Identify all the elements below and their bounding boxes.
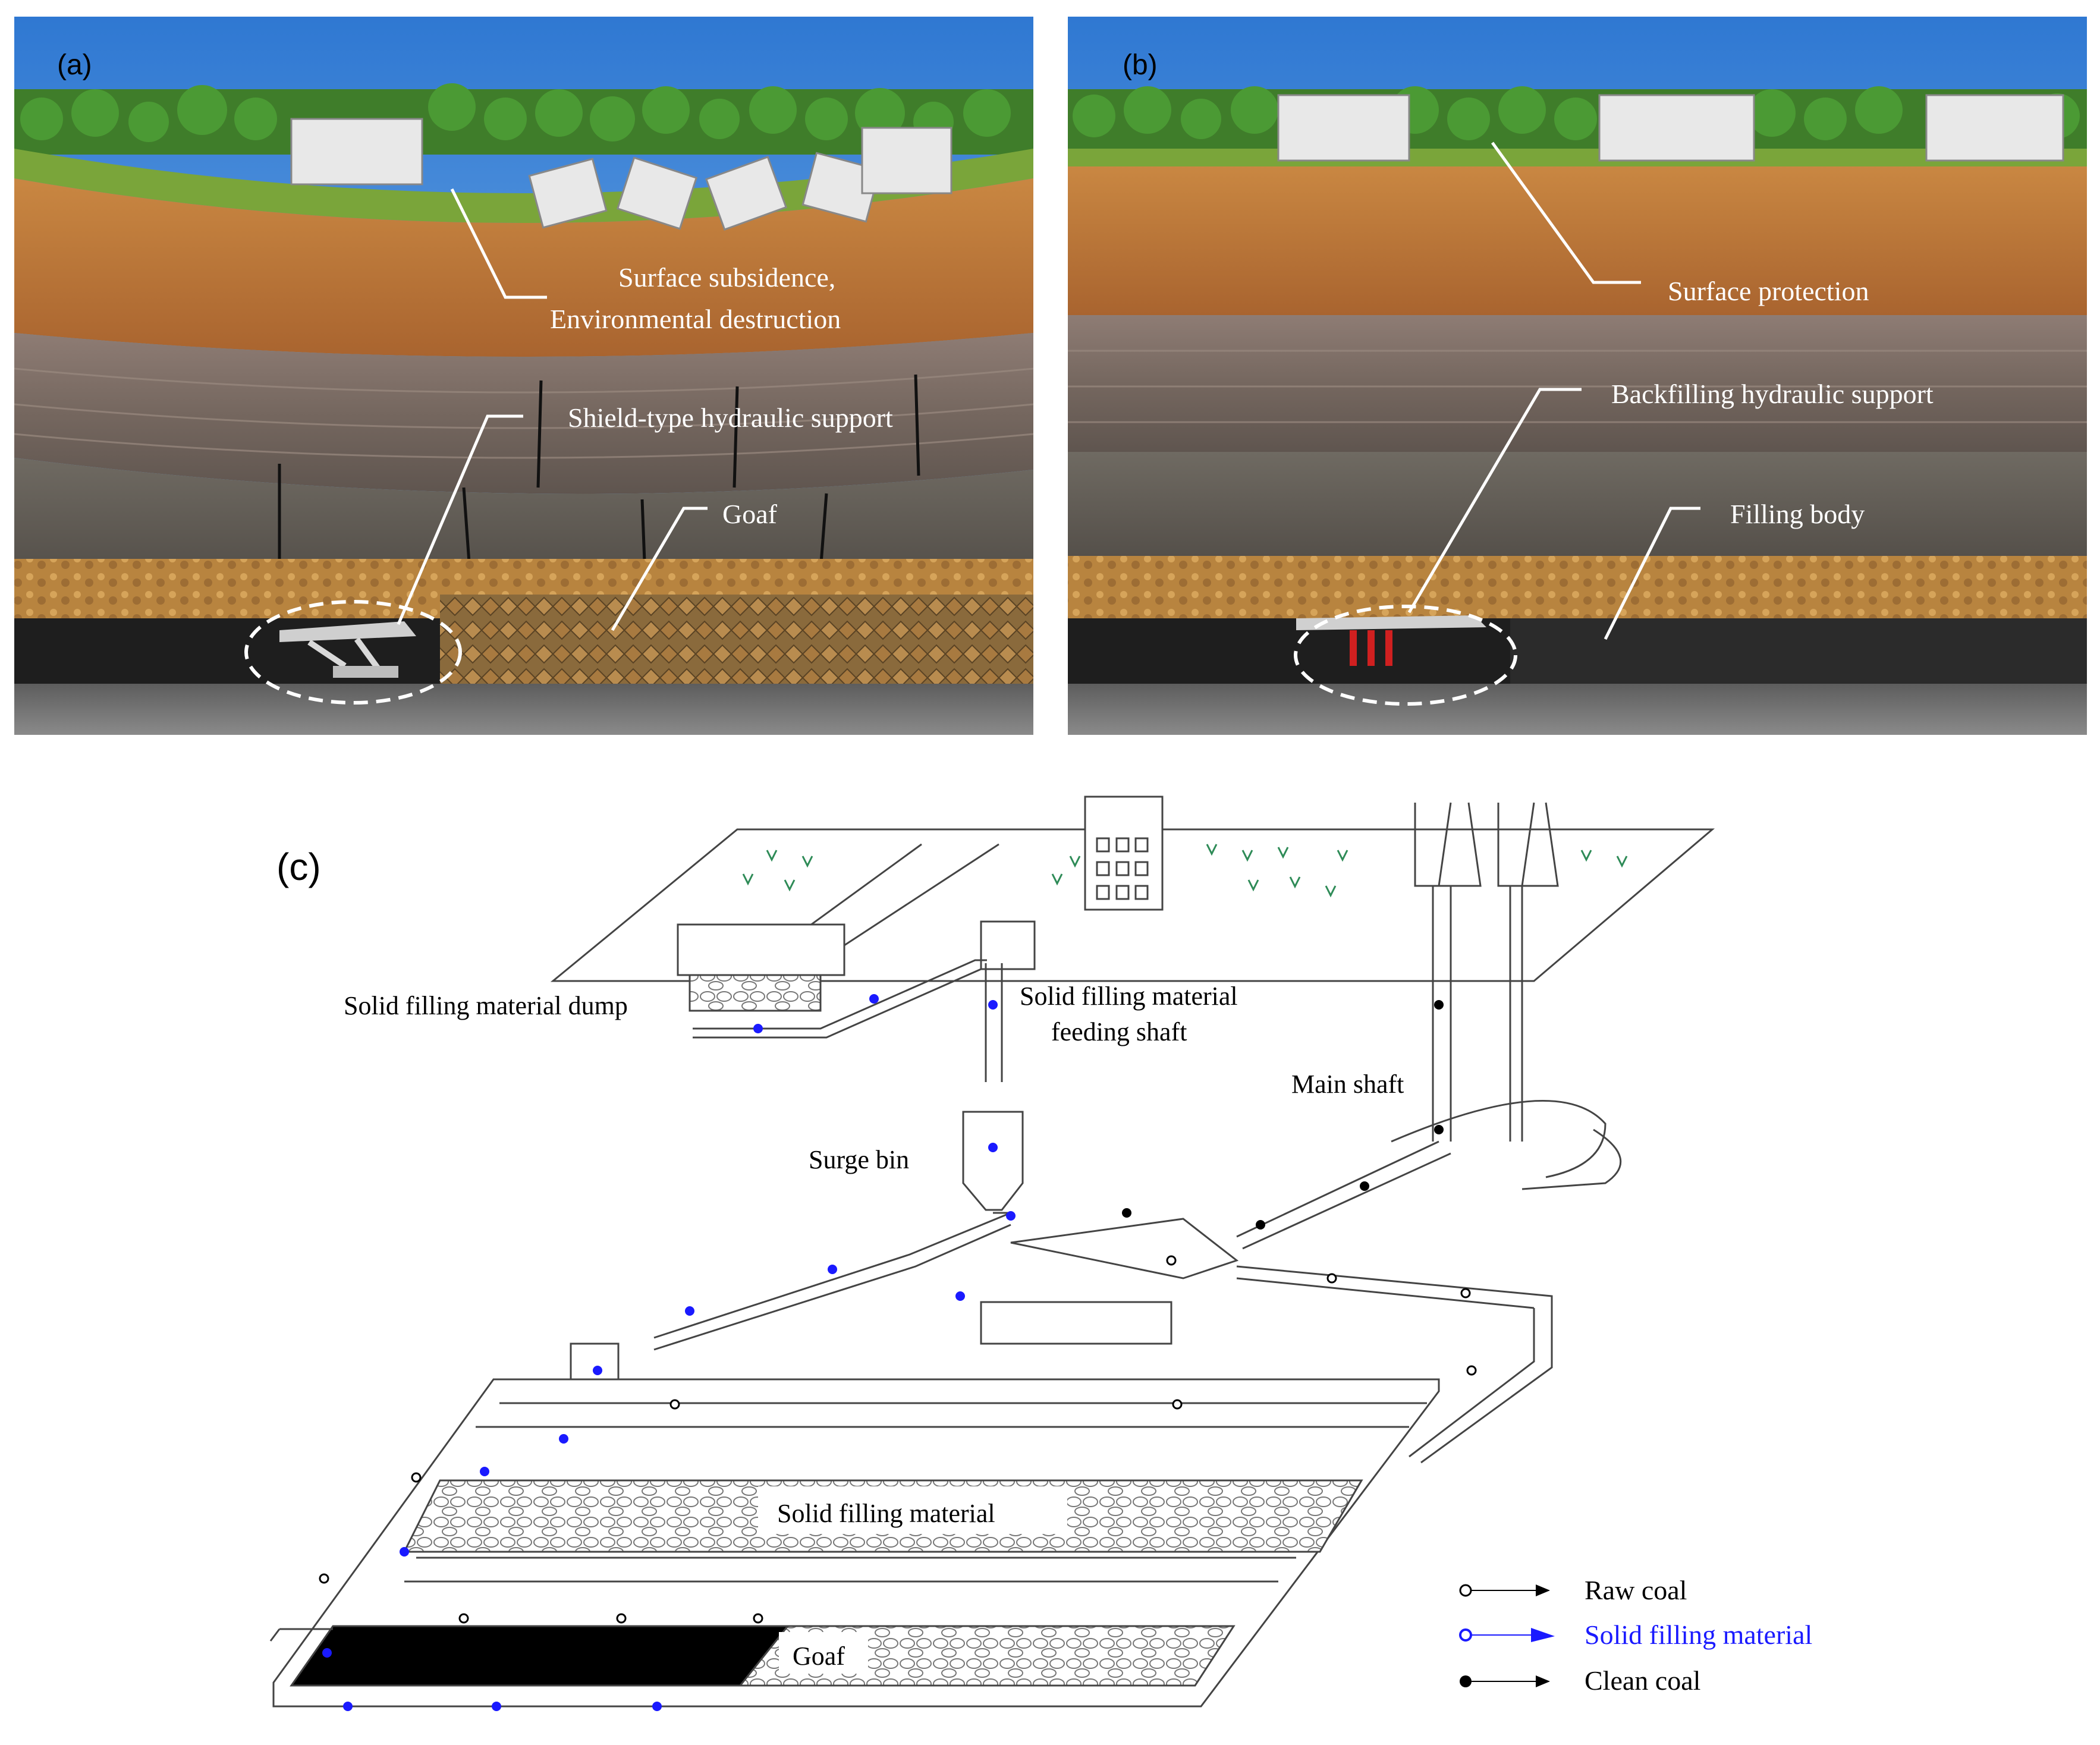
panel-c-goaf-black: [290, 1625, 790, 1687]
panel-c-panel-road-3: [269, 1628, 333, 1642]
panel-c-screen: [1010, 1218, 1239, 1279]
panel-a-support-label: Shield-type hydraulic support: [568, 403, 893, 433]
panel-c-shaft-loop: [1391, 1099, 1622, 1190]
panel-b-coal: [1068, 618, 1520, 684]
panel-a-label: (a): [57, 49, 92, 81]
panel-c-building-windows: [1096, 837, 1149, 900]
panel-b-backfill-support: [1294, 605, 1517, 706]
panel-c-filling-material-label: Solid filling material: [777, 1499, 995, 1528]
panel-a-houses: [290, 118, 952, 231]
legend-raw-coal-label: Raw coal: [1585, 1575, 1687, 1605]
panel-c-headframes: [1414, 802, 1559, 887]
panel-b-filling-body: [1510, 618, 2087, 690]
legend-solid-filling-label: Solid filling material: [1585, 1620, 1812, 1650]
panel-c-feed-line2: feeding shaft: [1051, 1017, 1187, 1046]
panel-c-building: [1084, 796, 1164, 911]
panel-b-grass: [1068, 149, 2087, 169]
panel-a-floor: [14, 684, 1033, 735]
panel-a-surface-line1: Surface subsidence,: [618, 262, 835, 293]
panel-a-leader-lines: [397, 188, 708, 631]
panel-a-shield-support: [244, 600, 462, 705]
panel-c-dump-pile: [689, 974, 822, 1012]
panel-c-label: (c): [276, 845, 321, 888]
panel-c-panel-road-1: [476, 1402, 1427, 1428]
panel-b-trees: [1068, 86, 2087, 149]
panel-a-rock-lower: [14, 458, 1033, 571]
panel-b-dashed-ellipse: [1294, 605, 1517, 706]
legend-raw-coal: Raw coal: [1459, 1575, 1687, 1605]
panel-c-feeding-house: [980, 920, 1036, 970]
panel-c-plant-base: [980, 1301, 1172, 1345]
panel-b-surface-label: Surface protection: [1668, 276, 1869, 306]
panel-c-main-shaft: [1432, 886, 1523, 1142]
panel-c-surge-bin: [962, 1111, 1024, 1211]
panel-c-surge-bin-label: Surge bin: [809, 1145, 909, 1174]
panel-c-filling-flow-markers: [322, 994, 1016, 1711]
panel-c-grass-ticks: [742, 844, 1628, 898]
panel-a-soil: [14, 178, 1033, 357]
legend-clean-coal: Clean coal: [1460, 1665, 1700, 1696]
panel-c-feeding-shaft: [985, 963, 1003, 1082]
panel-c-dump-label: Solid filling material dump: [344, 991, 628, 1020]
panel-a-goaf-rubble: [440, 595, 1033, 690]
panel-c-bin-roadway: [653, 1212, 1011, 1351]
legend-solid-filling-marker: [1459, 1628, 1472, 1642]
panel-b-label: (b): [1123, 49, 1158, 81]
panel-b-rock-lower: [1068, 452, 2087, 556]
panel-a-trees: [14, 83, 1033, 155]
legend-raw-coal-marker: [1459, 1584, 1472, 1597]
panel-c-rawcoal-flow-markers: [319, 1255, 1477, 1624]
panel-c-labels: Solid filling material dump Solid fillin…: [344, 982, 1404, 1671]
legend-clean-coal-label: Clean coal: [1585, 1665, 1700, 1696]
panel-c-dump: [677, 923, 845, 976]
panel-c-return-roadway: [1236, 1265, 1553, 1326]
panel-c-road: [790, 843, 999, 947]
panel-b-gravel: [1068, 556, 2087, 618]
legend: Raw coal Solid filling material Clean co…: [1459, 1575, 1812, 1696]
panel-c-right-roadway: [1409, 1296, 1553, 1464]
legend-clean-coal-marker: [1460, 1675, 1472, 1687]
panel-b-floor: [1068, 684, 2087, 735]
panel-a-goaf-label: Goaf: [722, 499, 778, 529]
panel-c-main-shaft-label: Main shaft: [1291, 1070, 1404, 1099]
panel-b-support-label: Backfilling hydraulic support: [1611, 379, 1934, 409]
panel-c-shaft-roadway: [1236, 1140, 1451, 1250]
panel-b-houses: [1277, 94, 2064, 162]
panel-c: [269, 796, 1715, 1711]
legend-solid-filling-arrowhead: [1531, 1628, 1555, 1642]
panel-b-rock-upper: [1068, 315, 2087, 452]
panel-c-panel-road-2: [404, 1557, 1296, 1583]
panel-b-soil: [1068, 166, 2087, 315]
panel-a-rock-upper: [14, 333, 1033, 494]
panel-b: Surface protection Backfilling hydraulic…: [1068, 17, 2087, 735]
panel-a-dashed-ellipse: [244, 600, 462, 705]
panel-a: Surface subsidence, Environmental destru…: [14, 17, 1034, 735]
panel-b-filling-label: Filling body: [1730, 499, 1865, 529]
legend-solid-filling: Solid filling material: [1459, 1620, 1812, 1650]
panel-c-goaf-label: Goaf: [793, 1642, 845, 1671]
panel-c-feed-line1: Solid filling material: [1020, 982, 1238, 1011]
panel-b-leader-lines: [1407, 142, 1700, 640]
panel-c-cleancoal-flow-markers: [1122, 1000, 1444, 1230]
panel-a-surface-line2: Environmental destruction: [550, 304, 841, 334]
